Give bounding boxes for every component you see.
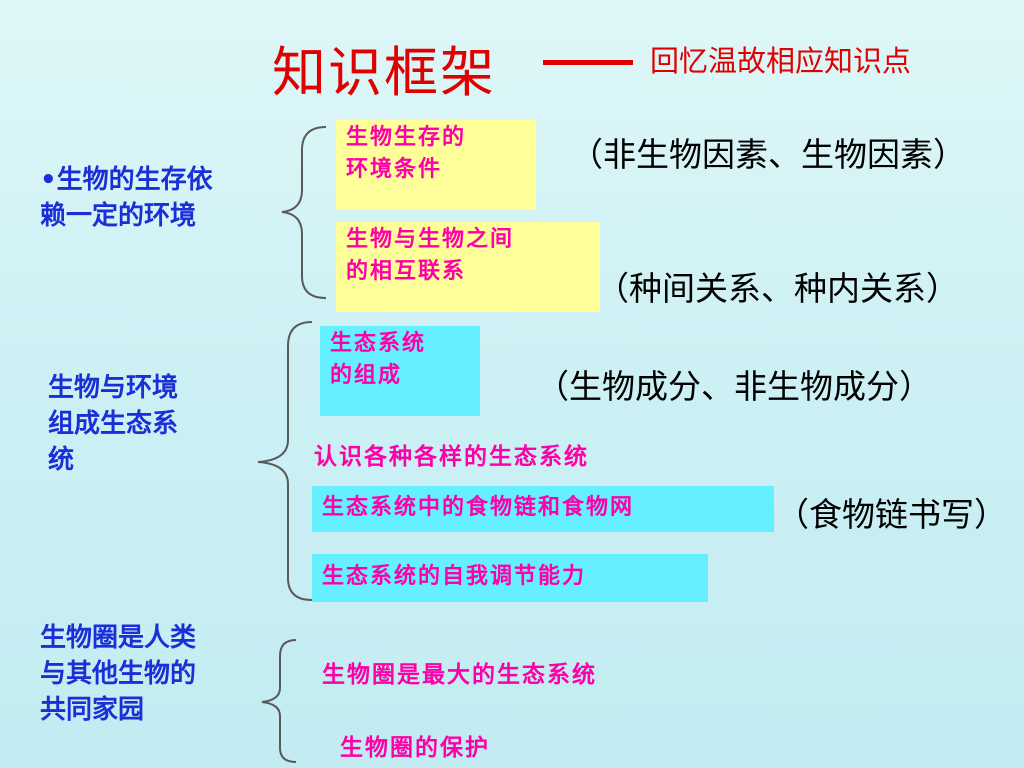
item-box-line: 生态系统的自我调节能力 [322, 564, 587, 589]
section-label-line: 共同家园 [40, 695, 145, 725]
section-label-environment: •生物的生存依 赖一定的环境 [40, 162, 213, 234]
item-box-line: 生物与生物之间 [346, 227, 515, 252]
item-biosphere-protection: 生物圈的保护 [340, 735, 490, 761]
section-label-biosphere: 生物圈是人类 与其他生物的 共同家园 [40, 620, 196, 728]
section-label-line: 赖一定的环境 [40, 201, 197, 231]
item-box-line: 生物生存的 [346, 125, 467, 150]
brace-section-1 [281, 126, 327, 299]
item-box-self-regulation: 生态系统的自我调节能力 [312, 554, 708, 602]
item-biosphere-largest: 生物圈是最大的生态系统 [322, 662, 597, 688]
page-title: 知识框架 [272, 41, 496, 104]
section-label-line: 与其他生物的 [40, 659, 197, 689]
section-label-ecosystem: 生物与环境 组成生态系 统 [48, 370, 178, 478]
note-components: （生物成分、非生物成分） [536, 367, 932, 406]
item-box-interrelation: 生物与生物之间 的相互联系 [336, 222, 600, 312]
section-label-line: •生物的生存依 [40, 165, 213, 195]
item-box-line: 的组成 [330, 363, 403, 388]
item-box-line: 生态系统 [330, 331, 427, 356]
item-box-line: 的相互联系 [346, 259, 467, 284]
page-subtitle: 回忆温故相应知识点 [650, 44, 912, 78]
note-species-relations: （种间关系、种内关系） [596, 269, 959, 308]
item-box-ecosystem-composition: 生态系统 的组成 [320, 326, 480, 416]
item-box-line: 环境条件 [346, 157, 443, 182]
section-label-line: 组成生态系 [48, 409, 179, 439]
note-abiotic-biotic: （非生物因素、生物因素） [570, 135, 966, 174]
section-label-line: 统 [48, 445, 75, 475]
brace-section-3 [261, 639, 297, 763]
note-food-chain-writing: （食物链书写） [776, 495, 1007, 534]
title-dash-divider [543, 60, 633, 65]
item-box-line: 生态系统中的食物链和食物网 [322, 495, 635, 520]
item-various-ecosystems: 认识各种各样的生态系统 [314, 444, 589, 470]
item-box-food-chain: 生态系统中的食物链和食物网 [312, 486, 774, 532]
section-label-line: 生物圈是人类 [40, 623, 197, 653]
brace-section-2 [257, 321, 313, 601]
section-label-line: 生物与环境 [48, 373, 179, 403]
item-box-environment-conditions: 生物生存的 环境条件 [336, 120, 536, 210]
